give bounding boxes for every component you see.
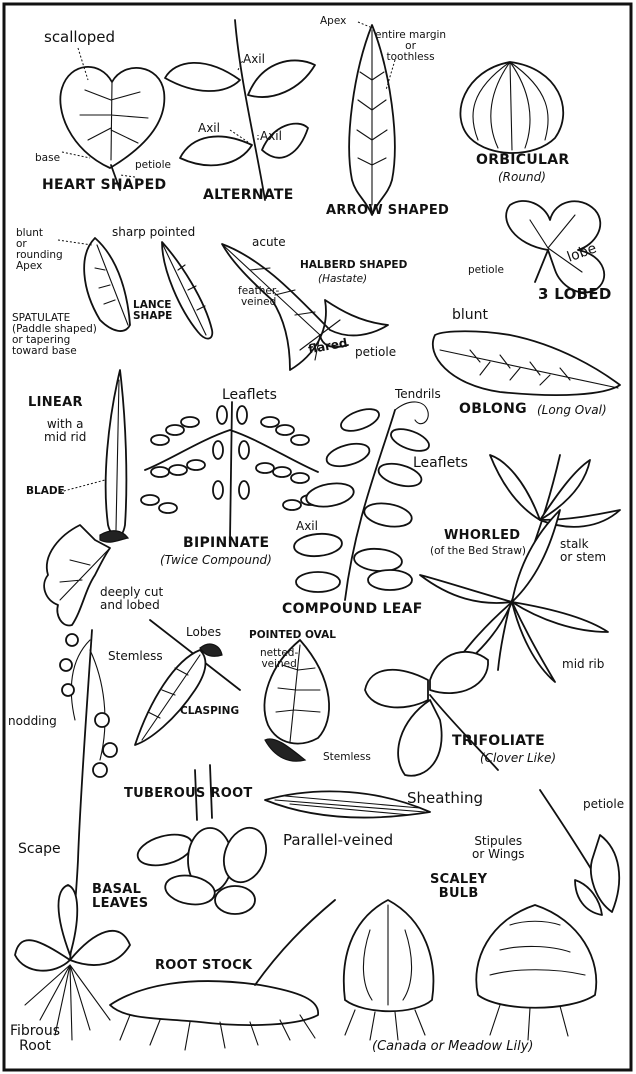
- label-base: base: [35, 153, 60, 164]
- whorled-leaf-drawing: [420, 455, 620, 682]
- label-nodding: nodding: [8, 715, 57, 728]
- label-leaflets-compound: Leaflets: [413, 456, 468, 471]
- label-netted-veined: netted- veined: [260, 648, 298, 670]
- label-tendrils: Tendrils: [395, 388, 441, 401]
- label-pointed-oval: POINTED OVAL: [249, 630, 336, 641]
- label-mid-rib: mid rib: [562, 658, 604, 671]
- label-orbicular-sub: (Round): [498, 171, 546, 184]
- label-apex: Apex: [320, 16, 346, 27]
- label-compound-leaf: COMPOUND LEAF: [282, 602, 423, 617]
- label-with-mid-rid: with a mid rid: [44, 418, 86, 443]
- label-heart-shaped: HEART SHAPED: [42, 178, 166, 193]
- label-tuberous-root: TUBEROUS ROOT: [124, 787, 253, 801]
- label-spatulate: SPATULATE (Paddle shaped) or tapering to…: [12, 313, 97, 357]
- label-stalk-or-stem: stalk or stem: [560, 538, 606, 563]
- label-sheathing: Sheathing: [407, 791, 483, 807]
- label-three-lobed: 3 LOBED: [538, 287, 612, 303]
- label-petiole-heart: petiole: [135, 160, 171, 171]
- label-basal-leaves: BASAL LEAVES: [92, 883, 148, 910]
- label-petiole-stipules: petiole: [583, 798, 624, 811]
- label-canada-lily: (Canada or Meadow Lily): [372, 1040, 533, 1054]
- label-halberd-shaped: HALBERD SHAPED: [300, 260, 407, 271]
- scaley-bulb-drawing: [344, 900, 596, 1040]
- label-petiole-lobed: petiole: [468, 265, 504, 276]
- label-sharp-pointed: sharp pointed: [112, 226, 195, 239]
- label-scaley-bulb: SCALEY BULB: [430, 873, 487, 900]
- bipinnate-leaf-drawing: [141, 402, 319, 540]
- label-deeply-cut: deeply cut and lobed: [100, 586, 163, 611]
- label-parallel-veined: Parallel-veined: [283, 833, 393, 849]
- label-acute: acute: [252, 236, 286, 249]
- trifoliate-leaf-drawing: [365, 652, 498, 776]
- label-clasping: CLASPING: [180, 706, 239, 717]
- lance-leaf-drawing: [162, 242, 212, 339]
- label-leaflets-bipinnate: Leaflets: [222, 388, 277, 403]
- root-stock-drawing: [110, 900, 335, 1050]
- label-axil-right: Axil: [260, 130, 282, 143]
- label-alternate: ALTERNATE: [203, 188, 294, 203]
- label-lance-shape: LANCE SHAPE: [133, 300, 172, 322]
- label-fibrous-root: Fibrous Root: [10, 1024, 60, 1053]
- label-stipules: Stipules or Wings: [472, 835, 525, 860]
- scape-plant-drawing: [15, 630, 130, 1040]
- label-trifoliate: TRIFOLIATE: [452, 734, 545, 749]
- label-axil-left: Axil: [198, 122, 220, 135]
- orbicular-leaf-drawing: [460, 62, 563, 153]
- oblong-leaf-drawing: [433, 331, 620, 395]
- parallel-veined-leaf-drawing: [265, 791, 430, 817]
- label-root-stock: ROOT STOCK: [155, 959, 252, 973]
- label-entire-margin: entire margin or toothless: [375, 30, 446, 63]
- label-whorled: WHORLED: [444, 529, 520, 543]
- label-oblong-sub: (Long Oval): [537, 404, 607, 417]
- label-stemless-small: Stemless: [323, 752, 371, 763]
- label-blunt: blunt: [452, 308, 488, 323]
- alternate-leaf-drawing: [165, 20, 315, 200]
- label-blade: BLADE: [26, 486, 65, 497]
- label-whorled-sub: (of the Bed Straw): [430, 546, 526, 557]
- label-stemless: Stemless: [108, 650, 163, 663]
- label-oblong: OBLONG: [459, 402, 527, 417]
- label-arrow-shaped: ARROW SHAPED: [326, 204, 449, 218]
- label-petiole-halberd: petiole: [355, 346, 396, 359]
- label-axil-compound: Axil: [296, 520, 318, 533]
- label-orbicular: ORBICULAR: [476, 153, 569, 168]
- label-blunt-apex: blunt or rounding Apex: [16, 228, 63, 272]
- label-feather-veined: feather- veined: [238, 286, 279, 308]
- label-trifoliate-sub: (Clover Like): [480, 752, 556, 765]
- label-lobes: Lobes: [186, 626, 221, 639]
- label-axil-top: Axil: [243, 53, 265, 66]
- label-scape: Scape: [18, 842, 61, 857]
- label-linear: LINEAR: [28, 396, 83, 410]
- label-halberd-sub: (Hastate): [318, 274, 367, 285]
- label-bipinnate-sub: (Twice Compound): [160, 554, 272, 567]
- label-scalloped: scalloped: [44, 30, 115, 46]
- label-bipinnate: BIPINNATE: [183, 536, 269, 551]
- compound-leaf-drawing: [293, 402, 432, 600]
